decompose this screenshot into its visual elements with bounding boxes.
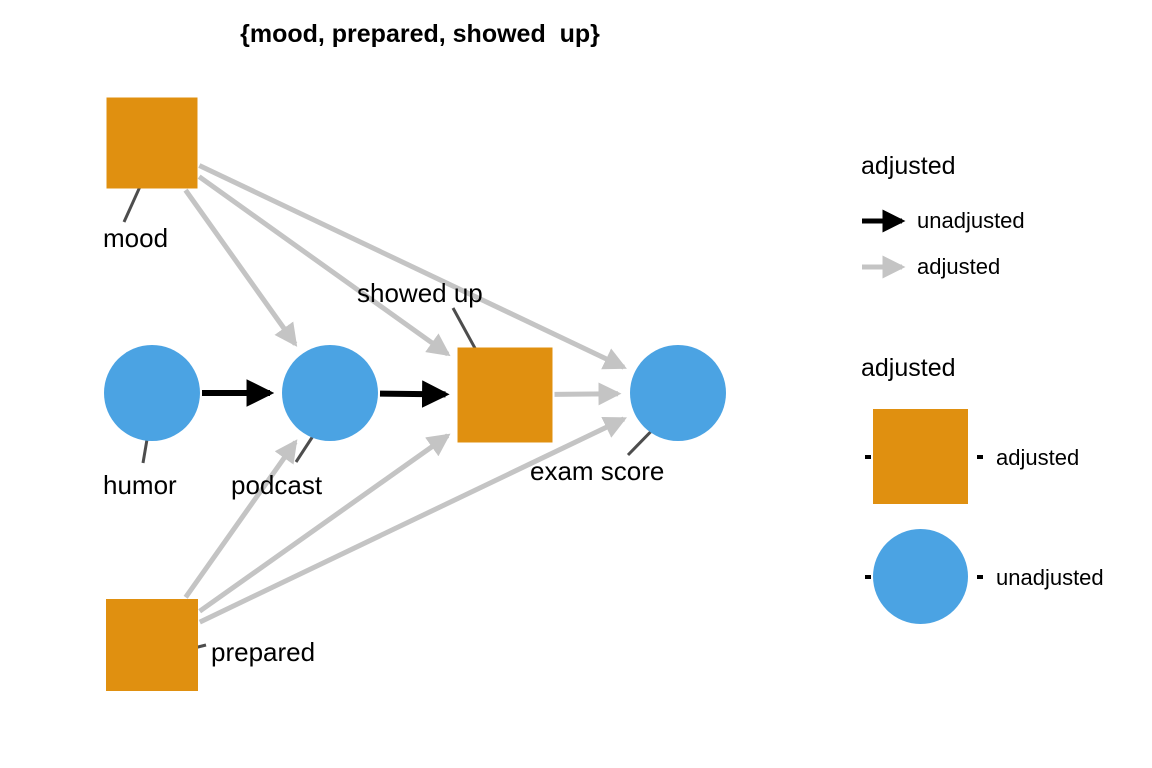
edge-layer [183, 163, 628, 625]
node-label-mood: mood [103, 223, 169, 253]
node-label-humor: humor [103, 470, 177, 500]
node-legend-square-icon [873, 409, 968, 504]
label-leader-layer [122, 159, 672, 652]
dag-node-showed-up[interactable] [457, 347, 553, 443]
page-title: {mood, prepared, showed up} [240, 20, 600, 48]
legend-arrow-adjusted-icon [862, 255, 906, 279]
node-label-showed-up: showed up [357, 278, 483, 308]
edge-legend-title: adjusted [861, 152, 956, 180]
edge-legend-item-unadjusted-label: unadjusted [917, 208, 1025, 233]
dag-node-humor[interactable] [104, 345, 200, 441]
node-legend-item-unadjusted-label: unadjusted [996, 565, 1104, 590]
node-legend-circle-ticks-icon [865, 575, 983, 579]
dag-edge-prepared-to-showed-up [198, 433, 451, 614]
node-label-podcast: podcast [231, 470, 323, 500]
dag-edge-mood-to-showed-up [197, 174, 451, 357]
edge-legend-item-adjusted-label: adjusted [917, 254, 1001, 279]
node-legend-square-ticks-icon [865, 455, 983, 459]
node-legend-title: adjusted [861, 354, 956, 382]
dag-edge-podcast-to-showed-up [379, 380, 450, 408]
dag-edge-prepared-to-exam-score [198, 416, 628, 625]
dag-node-mood[interactable] [106, 97, 198, 189]
node-layer [104, 97, 726, 691]
dag-node-prepared[interactable] [106, 599, 198, 691]
dag-edge-prepared-to-podcast [183, 439, 298, 599]
dag-node-podcast[interactable] [282, 345, 378, 441]
node-legend-item-adjusted-label: adjusted [996, 445, 1080, 470]
dag-edge-mood-to-podcast [183, 188, 298, 347]
node-label-prepared: prepared [211, 637, 316, 667]
node-legend-circle-icon [873, 529, 968, 624]
dag-node-exam-score[interactable] [630, 345, 726, 441]
dag-edge-mood-to-exam-score [198, 163, 627, 370]
dag-edge-showed-up-to-exam-score [554, 382, 622, 406]
node-label-exam-score: exam score [530, 456, 665, 486]
legend-arrow-unadjusted-icon [862, 209, 906, 233]
